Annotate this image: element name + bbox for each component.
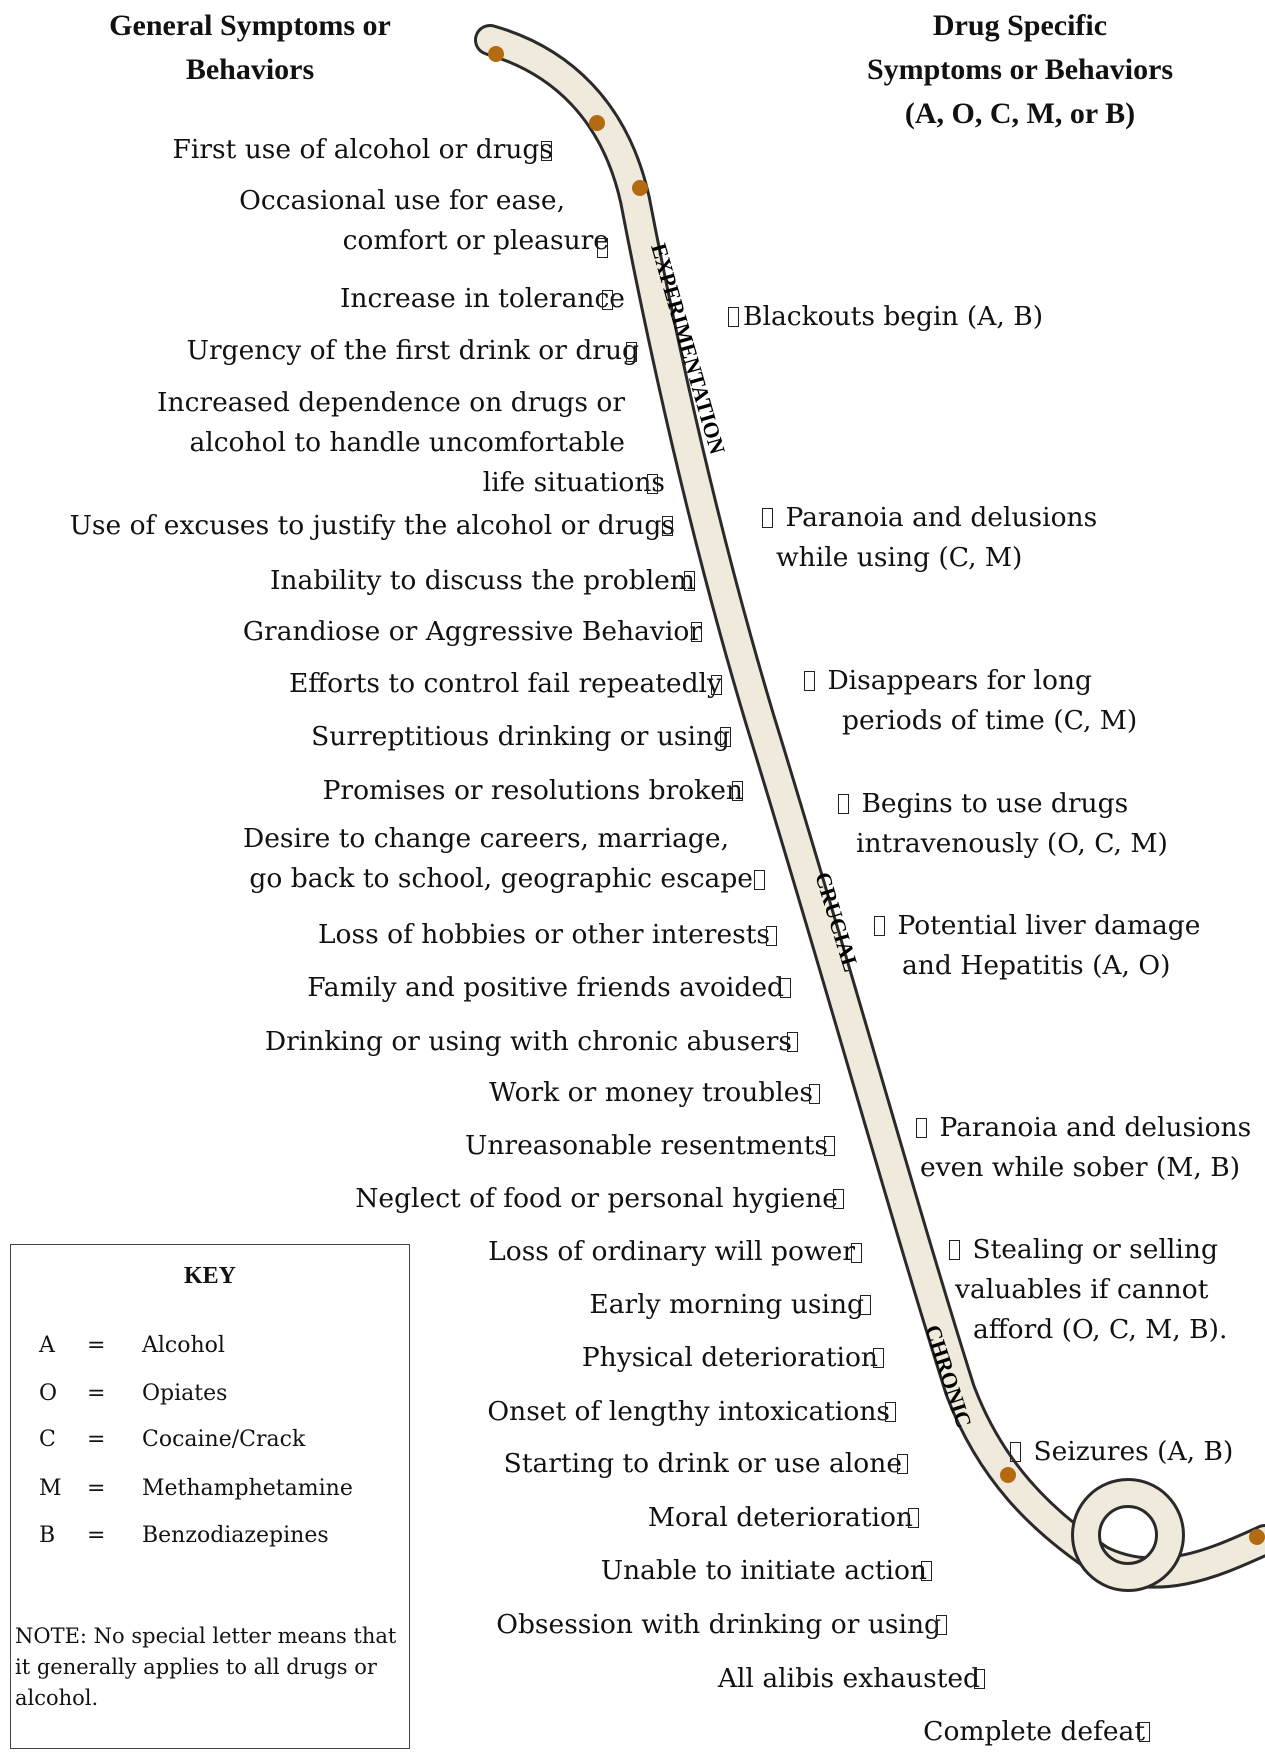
heading-line: Behaviors [185,53,315,86]
checkbox-icon [949,1240,960,1260]
drug-symptom: Potential liver damage and Hepatitis (A,… [870,906,1200,986]
general-symptom: Occasional use for ease,comfort or pleas… [239,185,609,256]
checkbox-icon [860,1295,871,1315]
general-symptom: Increase in tolerance [339,283,625,314]
checkbox-icon [720,727,731,747]
checkbox-icon [897,1454,908,1474]
road-dot [589,115,605,131]
heading-line: General Symptoms or [109,9,391,42]
checkbox-icon [541,141,552,161]
general-symptom: All alibis exhausted [717,1663,980,1694]
checkbox-icon [602,290,613,310]
general-symptom: Use of excuses to justify the alcohol or… [69,510,675,541]
checkbox-icon [754,870,765,890]
general-symptom: Unable to initiate action [600,1555,927,1586]
general-symptom: Grandiose or Aggressive Behavior [242,616,702,647]
checkbox-icon [936,1615,947,1635]
key-entry: A=Alcohol [39,1333,225,1358]
heading-line: Drug Specific [932,9,1108,42]
checkbox-icon [780,978,791,998]
checkbox-icon [711,675,722,695]
road-dots [488,46,1265,1545]
key-legend: KEY A=Alcohol O=Opiates C=Cocaine/Crack … [10,1244,410,1749]
general-symptom: Complete defeat [923,1716,1145,1747]
checkbox-icon [691,622,702,642]
heading-line: (A, O, C, M, or B) [904,97,1136,130]
checkbox-icon [916,1118,927,1138]
checkbox-icon [921,1561,932,1581]
checkbox-icon [885,1402,896,1422]
key-entry: M=Methamphetamine [39,1476,353,1501]
road-dot [488,46,504,62]
general-symptom: Loss of hobbies or other interests [317,919,770,950]
checkbox-icon [851,1243,862,1263]
drug-symptom: Disappears for long periods of time (C, … [800,661,1137,741]
general-symptom: Neglect of food or personal hygiene [355,1183,838,1214]
general-symptom: Physical deterioration [581,1342,878,1373]
drug-symptom: Seizures (A, B) [1006,1432,1233,1472]
checkbox-icon [1010,1442,1021,1462]
general-symptom: Drinking or using with chronic abusers [264,1026,792,1057]
general-symptom: Desire to change careers, marriage,go ba… [242,823,753,894]
checkbox-icon [824,1136,835,1156]
general-symptom: Surreptitious drinking or using [311,721,730,752]
general-symptom: Work or money troubles [489,1077,813,1108]
drug-symptom: Paranoia and delusions even while sober … [912,1108,1251,1188]
general-symptom: Unreasonable resentments [465,1130,828,1161]
general-symptom: Obsession with drinking or using [496,1609,941,1640]
checkbox-icon [838,794,849,814]
checkbox-icon [597,238,608,258]
drug-specific-heading: Drug Specific Symptoms or Behaviors (A, … [780,4,1260,136]
general-symptom: Moral deterioration [647,1502,913,1533]
general-symptom: Starting to drink or use alone [503,1448,902,1479]
general-symptom: Family and positive friends avoided [307,972,784,1003]
key-title: KEY [183,1263,236,1289]
checkbox-icon [762,508,773,528]
checkbox-icon [833,1189,844,1209]
drug-symptom: Blackouts begin (A, B) [724,297,1043,337]
road-dot [1249,1529,1265,1545]
key-entry: B=Benzodiazepines [39,1523,329,1548]
checkbox-icon [908,1508,919,1528]
drug-symptom: Begins to use drugs intravenously (O, C,… [834,784,1168,864]
checkbox-icon [974,1669,985,1689]
general-symptom: Onset of lengthy intoxications [487,1396,890,1427]
road-path [474,24,1265,1592]
checkbox-icon [787,1032,798,1052]
checkbox-icon [647,474,658,494]
general-symptom: Early morning using [589,1289,864,1320]
drug-symptom: Paranoia and delusions while using (C, M… [758,498,1097,578]
checkbox-icon [1139,1722,1150,1742]
heading-line: Symptoms or Behaviors [866,53,1174,86]
checkbox-icon [766,926,777,946]
checkbox-icon [684,571,695,591]
checkbox-icon [732,781,743,801]
road-dot [1000,1467,1016,1483]
checkbox-icon [662,516,673,536]
general-symptom: Promises or resolutions broken [322,775,743,806]
road-dot [632,180,648,196]
general-symptoms-heading: General Symptoms or Behaviors [40,4,460,92]
general-symptom: Efforts to control fail repeatedly [288,668,722,699]
general-symptom: First use of alcohol or drugs [172,134,553,165]
drug-symptom: Stealing or selling valuables if cannot … [945,1230,1227,1350]
checkbox-icon [626,342,637,362]
checkbox-icon [873,1348,884,1368]
general-symptom: Loss of ordinary will power [488,1236,855,1267]
key-entry: C=Cocaine/Crack [39,1427,306,1452]
general-symptom: Inability to discuss the problem [269,565,695,596]
key-note: NOTE: No special letter means that it ge… [15,1624,397,1710]
checkbox-icon [809,1084,820,1104]
key-entry: O=Opiates [39,1381,228,1406]
checkbox-icon [874,916,885,936]
general-symptom: Urgency of the first drink or drug [186,335,639,366]
checkbox-icon [804,671,815,691]
checkbox-icon [728,307,739,327]
